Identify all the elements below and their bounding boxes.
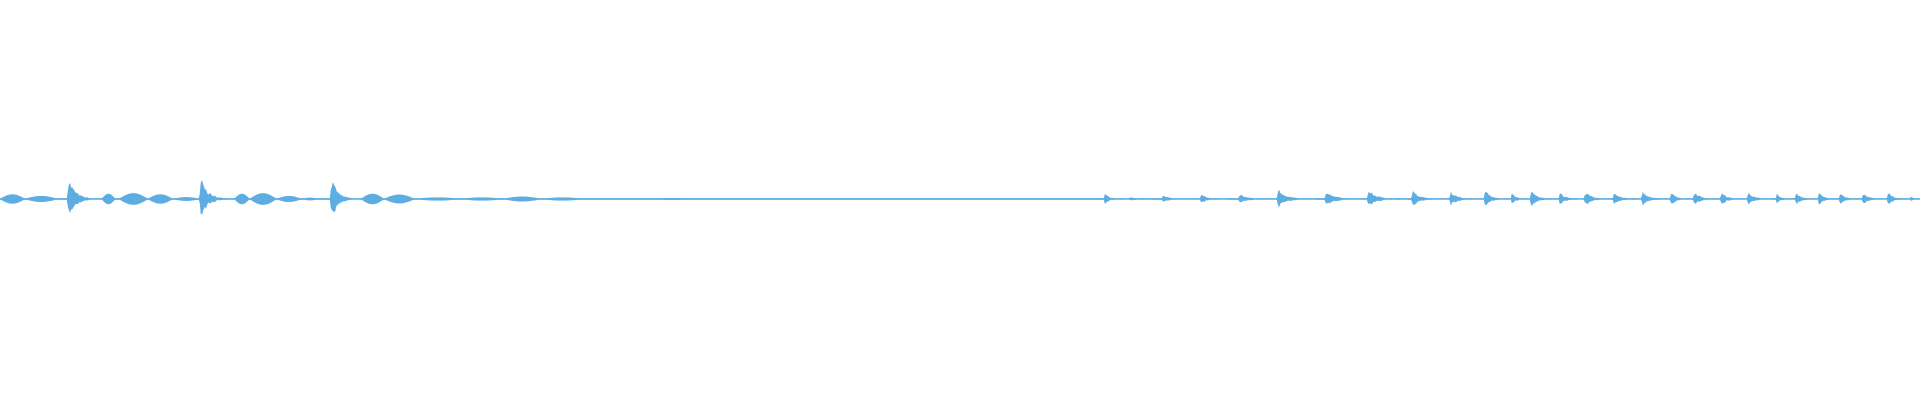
waveform-path: [0, 179, 1920, 215]
